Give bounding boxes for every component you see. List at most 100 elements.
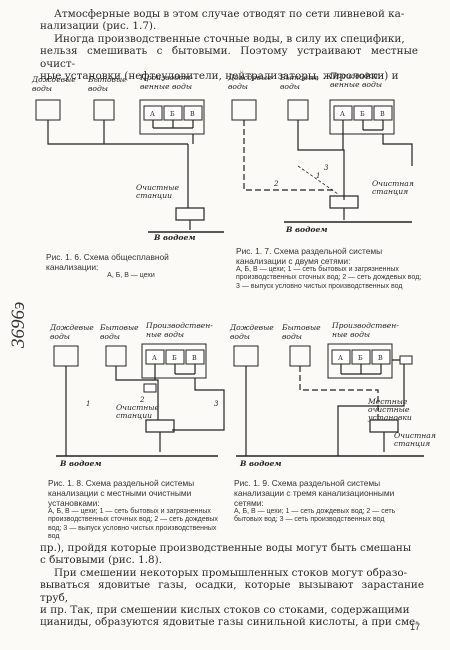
storm-building — [53, 345, 79, 367]
industrial-line-1: Производствен- — [145, 321, 213, 330]
outro-text: пр.), пройдя которые производственные во… — [40, 542, 424, 629]
industrial-line-2: венные воды — [330, 80, 382, 89]
figure-1-9-legend: А, Б, В — цехи; 1 — сеть дождевых вод; 2… — [234, 508, 396, 524]
river-label: В водоем — [239, 459, 282, 468]
storm-line-1: Дождевые — [31, 75, 76, 84]
domestic-line-1: Бытовые — [281, 323, 321, 332]
industrial-network — [337, 359, 405, 456]
line-number-2: 2 — [139, 396, 145, 404]
outro-line: вываться ядовитые газы, осадки, которые … — [40, 579, 424, 604]
storm-line-1: Дождевые — [49, 323, 94, 332]
workshop-v-label: В — [380, 110, 385, 118]
storm-line-2: воды — [230, 332, 250, 341]
industrial-building — [329, 99, 395, 135]
domestic-line-2: воды — [282, 332, 302, 341]
domestic-line-2: воды — [280, 82, 300, 91]
intro-line: Атмосферные воды в этом случае отводят п… — [54, 8, 405, 20]
clean-water-line — [297, 165, 339, 195]
workshop-b-label: Б — [170, 110, 175, 118]
figure-1-7-title: Рис. 1. 7. Схема раздельной системы кана… — [236, 246, 383, 266]
page-number: 17 — [409, 622, 420, 632]
figure-1-7-legend: А, Б, В — цехи; 1 — сеть бытовых и загря… — [236, 266, 422, 290]
archive-stamp-text: 3696э — [10, 302, 29, 349]
outro-line: и пр. Так, при смешении кислых стоков со… — [40, 604, 410, 617]
domestic-line-2: воды — [100, 332, 120, 341]
line-number-3: 3 — [324, 164, 329, 172]
domestic-line-2: воды — [88, 84, 108, 93]
domestic-building — [93, 99, 115, 121]
figure-1-7-caption: Рис. 1. 7. Схема раздельной системы кана… — [236, 246, 422, 291]
storm-building — [233, 345, 259, 367]
treatment-line-1: Очистная — [372, 179, 414, 188]
river-label: В водоем — [285, 225, 328, 234]
treatment-line-1: Очистные — [136, 183, 179, 192]
outro-line: При смешении некоторых промышленных сток… — [54, 566, 408, 579]
domestic-line-1: Бытовые — [87, 75, 127, 84]
domestic-building — [289, 345, 311, 367]
domestic-network — [115, 366, 159, 420]
intro-line: ные установки (нефтеуловители, нейтрализ… — [40, 70, 399, 83]
local-treatment-line-3: установки — [367, 413, 412, 422]
intro-line: нельзя смешивать с бытовыми. Поэтому уст… — [40, 45, 418, 70]
storm-building — [231, 99, 257, 121]
intro-line: Иногда производственные сточные воды, в … — [54, 32, 405, 45]
workshop-b-label: Б — [172, 354, 177, 362]
workshop-b-label: Б — [360, 110, 365, 118]
intro-line: нализации (рис. 1.7). — [40, 20, 157, 33]
storm-network — [243, 120, 336, 191]
workshop-a-label: А — [150, 110, 155, 118]
workshop-v-label: В — [378, 354, 383, 362]
treatment-line-2: станция — [394, 439, 430, 448]
industrial-building — [327, 343, 393, 379]
workshop-a-label: А — [338, 354, 343, 362]
treatment-plant — [145, 419, 175, 433]
treatment-line-2: станции — [136, 191, 172, 200]
domestic-building — [105, 345, 127, 367]
workshop-v-label: В — [192, 354, 197, 362]
industrial-building — [141, 343, 207, 379]
storm-line-2: воды — [32, 84, 52, 93]
industrial-line-2: венные воды — [140, 82, 192, 91]
storm-line-1: Дождевые — [227, 73, 272, 82]
outro-line: с бытовыми (рис. 1.8). — [40, 554, 163, 567]
label-industrial: Производст-венные воды — [329, 71, 383, 89]
industrial-line-2: ные воды — [146, 330, 184, 339]
outro-line: цианиды, образуются ядовитые газы синиль… — [40, 616, 419, 629]
figure-1-9-caption: Рис. 1. 9. Схема раздельной системы кана… — [234, 478, 420, 525]
label-industrial: Производст-венные воды — [139, 73, 193, 91]
outro-line: пр.), пройдя которые производственные во… — [40, 542, 412, 554]
figure-1-6-title: Рис. 1. 6. Схема общесплавной канализаци… — [46, 252, 169, 272]
figure-1-9-title: Рис. 1. 9. Схема раздельной системы кана… — [234, 478, 395, 508]
storm-building — [35, 99, 61, 121]
figure-1-6-legend: А, Б, В — цехи — [107, 272, 155, 279]
workshop-v-label: В — [190, 110, 195, 118]
storm-line-2: воды — [228, 82, 248, 91]
storm-line-1: Дождевые — [229, 323, 274, 332]
local-treatment-line-2: очистные — [368, 405, 410, 414]
figure-1-8-title: Рис. 1. 8. Схема раздельной системы кана… — [48, 478, 195, 508]
treatment-line-1: Очистная — [394, 431, 436, 440]
local-treatment-line-1: Местные — [367, 397, 408, 406]
workshop-a-label: А — [152, 354, 157, 362]
river-label: В водоем — [153, 233, 196, 240]
industrial-network — [342, 120, 413, 166]
workshop-a-label: А — [340, 110, 345, 118]
treatment-line-2: станция — [372, 187, 408, 196]
treatment-plant — [175, 207, 205, 221]
river-label: В водоем — [59, 459, 102, 468]
figure-1-6-caption: Рис. 1. 6. Схема общесплавной канализаци… — [46, 252, 216, 280]
industrial-building — [139, 99, 205, 135]
industrial-line-2: ные воды — [332, 330, 370, 339]
